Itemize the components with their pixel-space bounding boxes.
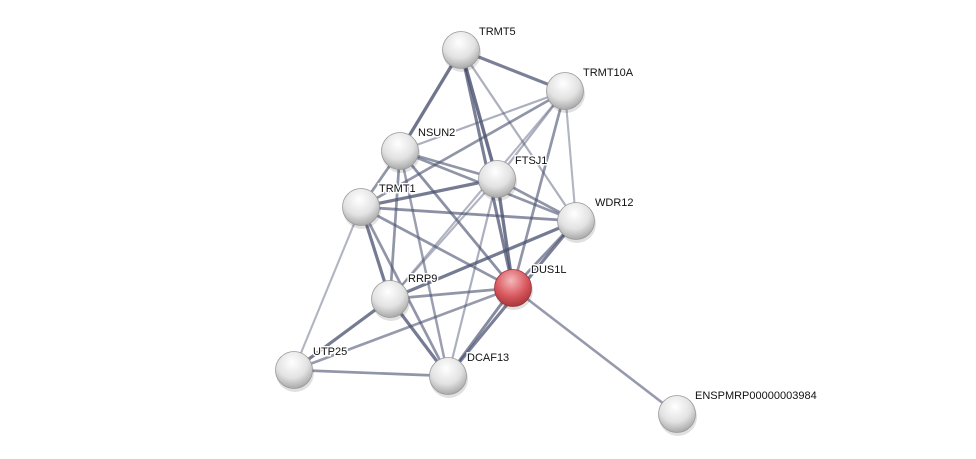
node-nsun2[interactable]: NSUN2 <box>381 126 457 173</box>
node-label: TRMT1 <box>379 183 416 195</box>
node-trmt10a[interactable]: TRMT10A <box>546 66 635 113</box>
node-label: DCAF13 <box>467 352 509 364</box>
node-trmt1[interactable]: TRMT1 <box>342 182 417 229</box>
node-sphere[interactable] <box>342 188 380 226</box>
node-sphere[interactable] <box>381 132 419 170</box>
node-enspmrp00000003984[interactable]: ENSPMRP00000003984 <box>658 389 818 436</box>
node-label: DUS1L <box>531 264 566 276</box>
edge-trmt10a-wdr12[interactable] <box>563 90 578 222</box>
node-label: FTSJ1 <box>515 155 547 167</box>
edge-trmt1-wdr12[interactable] <box>360 205 577 223</box>
edge-dus1l-enspmrp00000003984[interactable] <box>512 286 678 416</box>
node-sphere[interactable] <box>658 395 696 433</box>
node-label: ENSPMRP00000003984 <box>695 390 817 402</box>
edge-ftsj1-rrp9[interactable] <box>389 178 498 300</box>
node-dcaf13[interactable]: DCAF13 <box>429 351 511 398</box>
edge-utp25-dcaf13[interactable] <box>293 368 449 378</box>
node-label: TRMT10A <box>583 67 634 79</box>
edge-trmt5-nsun2[interactable] <box>398 49 463 152</box>
node-wdr12[interactable]: WDR12 <box>557 196 635 243</box>
node-sphere[interactable] <box>557 202 595 240</box>
node-dus1l[interactable]: DUS1L <box>494 263 568 310</box>
node-sphere[interactable] <box>494 269 532 307</box>
edge-trmt10a-nsun2[interactable] <box>399 89 566 153</box>
edge-nsun2-dcaf13[interactable] <box>398 150 450 377</box>
edge-ftsj1-trmt1[interactable] <box>360 177 498 209</box>
edge-trmt10a-dus1l[interactable] <box>511 90 567 289</box>
node-trmt5[interactable]: TRMT5 <box>442 25 517 72</box>
node-label: NSUN2 <box>418 127 455 139</box>
node-sphere[interactable] <box>275 351 313 389</box>
edge-trmt5-wdr12[interactable] <box>460 49 577 222</box>
node-rrp9[interactable]: RRP9 <box>371 272 439 321</box>
edge-rrp9-utp25[interactable] <box>293 297 391 372</box>
node-ftsj1[interactable]: FTSJ1 <box>478 154 549 201</box>
node-label: WDR12 <box>595 197 634 209</box>
node-sphere[interactable] <box>371 280 409 318</box>
node-sphere[interactable] <box>429 357 467 395</box>
node-sphere[interactable] <box>442 31 480 69</box>
edge-ftsj1-dcaf13[interactable] <box>446 178 499 377</box>
node-sphere[interactable] <box>478 160 516 198</box>
node-label: UTP25 <box>313 346 347 358</box>
edge-dus1l-rrp9[interactable] <box>389 286 514 301</box>
edge-trmt10a-rrp9[interactable] <box>389 90 566 300</box>
edge-wdr12-rrp9[interactable] <box>389 219 577 301</box>
edge-trmt10a-trmt1[interactable] <box>360 89 566 209</box>
node-label: RRP9 <box>408 273 437 285</box>
node-utp25[interactable]: UTP25 <box>275 345 349 392</box>
edge-trmt1-utp25[interactable] <box>293 206 362 371</box>
node-label: TRMT5 <box>479 26 516 38</box>
edge-dus1l-utp25[interactable] <box>293 286 514 372</box>
edge-trmt1-dus1l[interactable] <box>360 205 514 290</box>
edge-nsun2-dus1l[interactable] <box>398 150 515 289</box>
node-sphere[interactable] <box>546 72 584 110</box>
